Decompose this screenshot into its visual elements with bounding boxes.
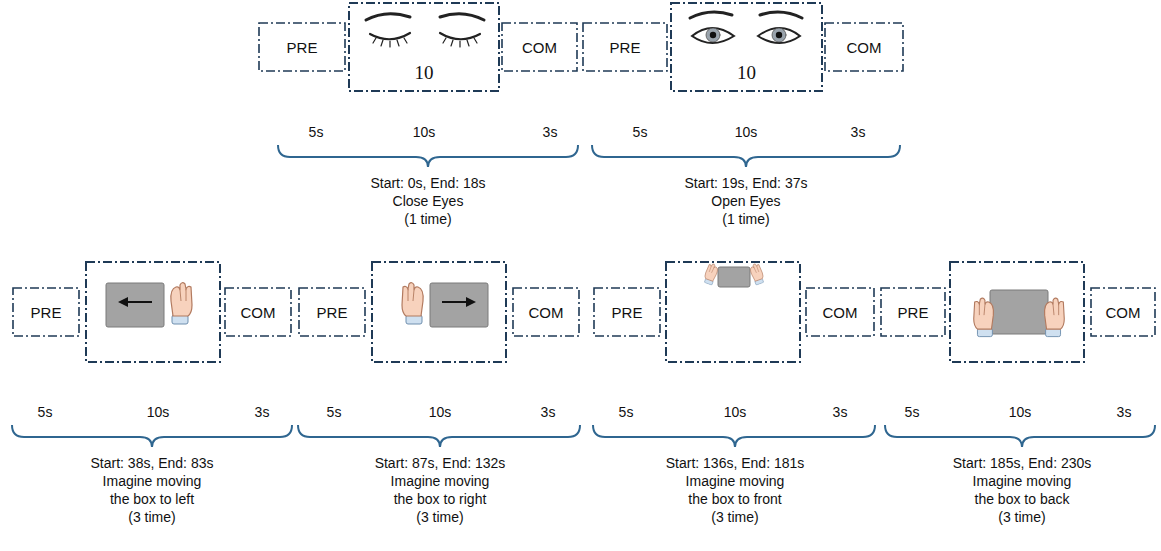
move-back-icon — [974, 290, 1065, 337]
condition-description: Start: 19s, End: 37sOpen Eyes(1 time) — [636, 174, 856, 228]
phase-label: COM — [1106, 304, 1141, 321]
phase-box: PRE — [12, 287, 80, 337]
duration-label: 5s — [882, 404, 942, 420]
duration-label: 10s — [990, 404, 1050, 420]
duration-label: 10s — [705, 404, 765, 420]
phase-box: PRE — [880, 287, 946, 337]
repeat-count: (3 time) — [912, 508, 1132, 526]
phase-label: COM — [241, 304, 276, 321]
duration-label: 5s — [286, 124, 346, 140]
phase-label: COM — [823, 304, 858, 321]
phase-label: PRE — [31, 304, 62, 321]
phase-box: PRE — [582, 22, 668, 72]
phase-label: PRE — [612, 304, 643, 321]
move-front-icon — [702, 262, 765, 287]
duration-label: 3s — [518, 404, 578, 420]
duration-label: 10s — [716, 124, 776, 140]
stimulus-frame — [86, 262, 1084, 362]
condition-description: Start: 185s, End: 230sImagine moving the… — [912, 454, 1132, 526]
duration-label: 5s — [15, 404, 75, 420]
duration-label: 3s — [810, 404, 870, 420]
phase-label: COM — [522, 39, 557, 56]
time-range: Start: 38s, End: 83s — [42, 454, 262, 472]
phase-label: COM — [529, 304, 564, 321]
time-range: Start: 0s, End: 18s — [318, 174, 538, 192]
closed-eyes-icon — [366, 14, 484, 47]
time-range: Start: 19s, End: 37s — [636, 174, 856, 192]
repeat-count: (3 time) — [625, 508, 845, 526]
phase-label: COM — [847, 39, 882, 56]
phase-box: PRE — [593, 287, 661, 337]
stimulus-box: 10 — [670, 2, 823, 92]
duration-label: 10s — [128, 404, 188, 420]
condition-name: Open Eyes — [689, 192, 804, 210]
duration-label: 3s — [1094, 404, 1154, 420]
repeat-count: (1 time) — [636, 210, 856, 228]
condition-name: Imagine moving the box to right — [383, 472, 498, 508]
condition-description: Start: 136s, End: 181sImagine moving the… — [625, 454, 845, 526]
phase-box: PRE — [258, 22, 346, 72]
condition-name: Imagine moving the box to front — [678, 472, 793, 508]
phase-box: COM — [824, 22, 904, 72]
phase-label: PRE — [898, 304, 929, 321]
duration-label: 3s — [232, 404, 292, 420]
time-range: Start: 185s, End: 230s — [912, 454, 1132, 472]
stimulus-box: 10 — [348, 2, 500, 92]
phase-box: PRE — [298, 287, 366, 337]
condition-name: Imagine moving the box to back — [965, 472, 1080, 508]
phase-label: PRE — [317, 304, 348, 321]
move-right-icon — [402, 283, 488, 327]
duration-label: 5s — [610, 124, 670, 140]
duration-label: 10s — [394, 124, 454, 140]
duration-label: 10s — [410, 404, 470, 420]
phase-box: COM — [512, 287, 580, 337]
phase-box: COM — [805, 287, 875, 337]
condition-name: Imagine moving the box to left — [95, 472, 210, 508]
open-eyes-icon — [690, 12, 802, 43]
condition-description: Start: 38s, End: 83sImagine moving the b… — [42, 454, 262, 526]
phase-label: PRE — [287, 39, 318, 56]
repeat-count: (3 time) — [42, 508, 262, 526]
phase-label: 10 — [737, 62, 756, 84]
phase-label: 10 — [415, 62, 434, 84]
time-range: Start: 87s, End: 132s — [330, 454, 550, 472]
phase-box: COM — [224, 287, 292, 337]
time-range: Start: 136s, End: 181s — [625, 454, 845, 472]
phase-box: COM — [501, 22, 578, 72]
duration-label: 3s — [828, 124, 888, 140]
repeat-count: (3 time) — [330, 508, 550, 526]
duration-label: 5s — [596, 404, 656, 420]
condition-description: Start: 0s, End: 18sClose Eyes(1 time) — [318, 174, 538, 228]
condition-description: Start: 87s, End: 132sImagine moving the … — [330, 454, 550, 526]
curly-brace — [12, 145, 1155, 447]
phase-box: COM — [1090, 287, 1156, 337]
condition-name: Close Eyes — [371, 192, 486, 210]
phase-label: PRE — [610, 39, 641, 56]
duration-label: 3s — [520, 124, 580, 140]
move-left-icon — [106, 283, 192, 327]
duration-label: 5s — [304, 404, 364, 420]
repeat-count: (1 time) — [318, 210, 538, 228]
